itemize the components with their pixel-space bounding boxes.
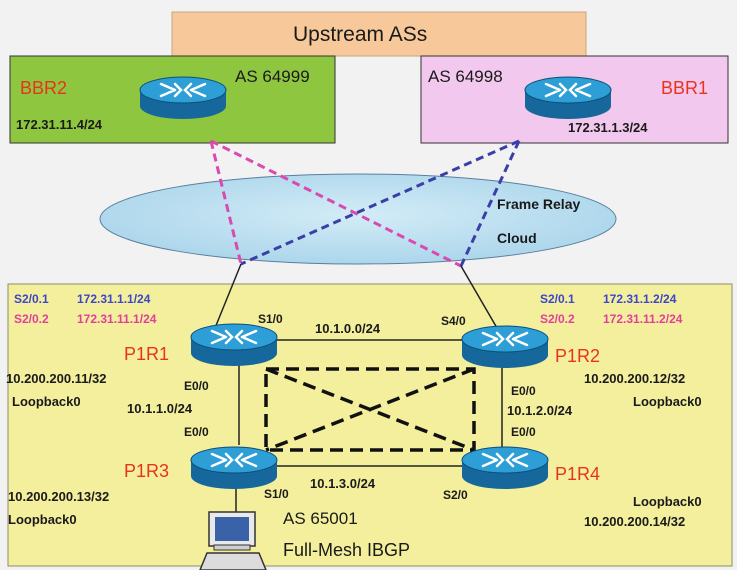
p1r1-e00: E0/0 xyxy=(184,379,209,393)
p1r4-name: P1R4 xyxy=(555,464,601,484)
p1r3-name: P1R3 xyxy=(124,461,170,481)
p1r1-name: P1R1 xyxy=(124,344,170,364)
p1r3-loopback: Loopback0 xyxy=(8,512,77,527)
router-p1r1-icon[interactable] xyxy=(190,323,278,366)
p1r4-s20: S2/0 xyxy=(443,488,468,502)
ibgp-r2-r3 xyxy=(265,367,475,452)
bbr2-ip: 172.31.11.4/24 xyxy=(16,117,103,132)
p1r1-loopback-ip: 10.200.200.11/32 xyxy=(6,371,107,386)
p1r3-loopback-ip: 10.200.200.13/32 xyxy=(8,489,110,504)
p1r2-name: P1R2 xyxy=(555,346,601,366)
p1r2-loopback-ip: 10.200.200.12/32 xyxy=(584,371,686,386)
p1r4-e00: E0/0 xyxy=(511,425,536,439)
bbr1-name: BBR1 xyxy=(661,78,709,98)
upstream-title: Upstream ASs xyxy=(293,23,428,46)
p1r4-loopback: Loopback0 xyxy=(633,494,702,509)
router-p1r4-icon[interactable] xyxy=(461,446,549,489)
pod-box xyxy=(7,283,733,567)
link-r2-r4-label: 10.1.2.0/24 xyxy=(507,403,573,418)
pvc-bbr2-p1r1 xyxy=(209,140,243,265)
router-bbr1-icon[interactable] xyxy=(524,76,612,119)
p1r2-s40: S4/0 xyxy=(441,314,466,328)
p1r1-s10: S1/0 xyxy=(258,312,283,326)
workstation-icon[interactable] xyxy=(199,511,267,570)
p1r4-loopback-ip: 10.200.200.14/32 xyxy=(584,514,686,529)
p1r1-to-cloud xyxy=(214,263,242,329)
link-r3-r4-label: 10.1.3.0/24 xyxy=(310,476,376,491)
p1r2-s201: S2/0.1 xyxy=(540,292,575,306)
p1r2-s201-ip: 172.31.1.2/24 xyxy=(603,292,677,306)
pvc-bbr1-p1r1 xyxy=(240,139,520,266)
p1r2-s202-ip: 172.31.11.2/24 xyxy=(603,312,683,326)
frame-relay-cloud xyxy=(99,173,617,265)
pvc-bbr2-p1r2 xyxy=(210,139,462,268)
p1r1-s202-ip: 172.31.11.1/24 xyxy=(77,312,157,326)
p1r2-s202: S2/0.2 xyxy=(540,312,575,326)
p1r2-to-cloud xyxy=(460,265,498,329)
upstream-box xyxy=(171,11,587,57)
p1r2-loopback: Loopback0 xyxy=(633,394,702,409)
cloud-label-line1: Frame Relay xyxy=(497,196,581,212)
p1r2-e00: E0/0 xyxy=(511,384,536,398)
bbr2-as: AS 64999 xyxy=(235,67,310,86)
pod-as: AS 65001 xyxy=(283,509,358,528)
p1r3-s10: S1/0 xyxy=(264,487,289,501)
p1r1-s201-ip: 172.31.1.1/24 xyxy=(77,292,151,306)
router-bbr2-icon[interactable] xyxy=(139,76,227,119)
p1r1-s202: S2/0.2 xyxy=(14,312,49,326)
ibgp-mesh-box xyxy=(264,367,476,452)
link-r1-r3-label: 10.1.1.0/24 xyxy=(127,401,193,416)
bbr1-as: AS 64998 xyxy=(428,67,503,86)
p1r1-s201: S2/0.1 xyxy=(14,292,49,306)
router-p1r3-icon[interactable] xyxy=(190,446,278,489)
link-r1-r2-label: 10.1.0.0/24 xyxy=(315,321,381,336)
bbr2-name: BBR2 xyxy=(20,78,68,98)
router-p1r2-icon[interactable] xyxy=(461,325,549,368)
p1r3-e00: E0/0 xyxy=(184,425,209,439)
pvc-bbr1-p1r2 xyxy=(459,140,521,267)
pod-mesh: Full-Mesh IBGP xyxy=(283,540,411,560)
bbr1-ip: 172.31.1.3/24 xyxy=(568,120,648,135)
cloud-label-line2: Cloud xyxy=(497,230,537,246)
p1r1-loopback: Loopback0 xyxy=(12,394,81,409)
